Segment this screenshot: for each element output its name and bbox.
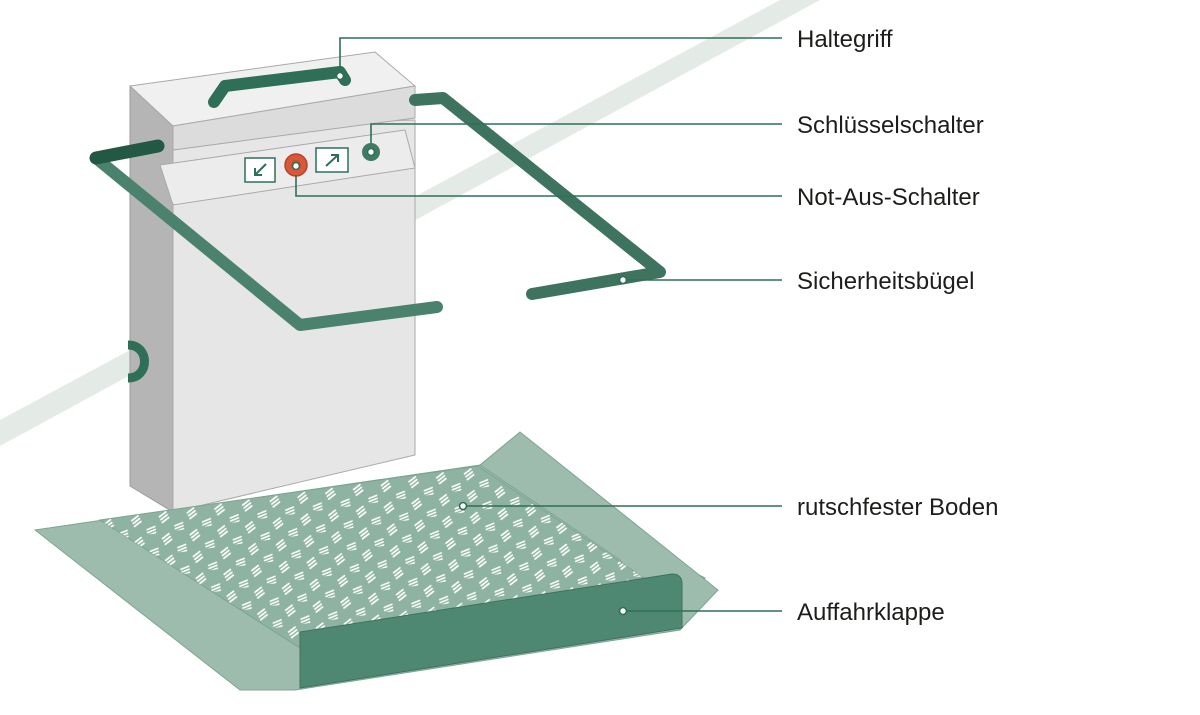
anchor-points	[291, 71, 628, 616]
up-button[interactable]	[315, 147, 349, 173]
anchor-floor	[458, 501, 468, 511]
anchor-ramp	[618, 606, 628, 616]
leader-handle	[339, 37, 782, 76]
side-cable-hook	[127, 340, 149, 383]
label-floor: rutschfester Boden	[797, 494, 998, 521]
safety-bar-back[interactable]	[409, 92, 666, 300]
arrow-down-left-icon	[254, 163, 267, 176]
housing-lid	[172, 85, 416, 151]
anchor-handle	[335, 71, 345, 81]
label-ramp: Auffahrklappe	[797, 599, 945, 626]
leader-key-switch	[370, 123, 782, 143]
leader-lines	[295, 37, 782, 612]
label-safety-bar: Sicherheitsbügel	[797, 268, 974, 295]
anchor-key-switch	[366, 147, 376, 157]
down-button[interactable]	[244, 157, 276, 183]
safety-bar-pivot-shadow	[89, 139, 165, 165]
anchor-safety-bar	[618, 275, 628, 285]
ramp-flap[interactable]	[299, 573, 683, 689]
anchor-emergency-stop	[291, 161, 301, 171]
label-emergency-stop: Not-Aus-Schalter	[797, 184, 980, 211]
label-handle: Haltegriff	[797, 26, 893, 53]
leader-emergency-stop	[295, 175, 782, 197]
label-key-switch: Schlüsselschalter	[797, 112, 984, 139]
arrow-up-right-icon	[325, 154, 339, 167]
